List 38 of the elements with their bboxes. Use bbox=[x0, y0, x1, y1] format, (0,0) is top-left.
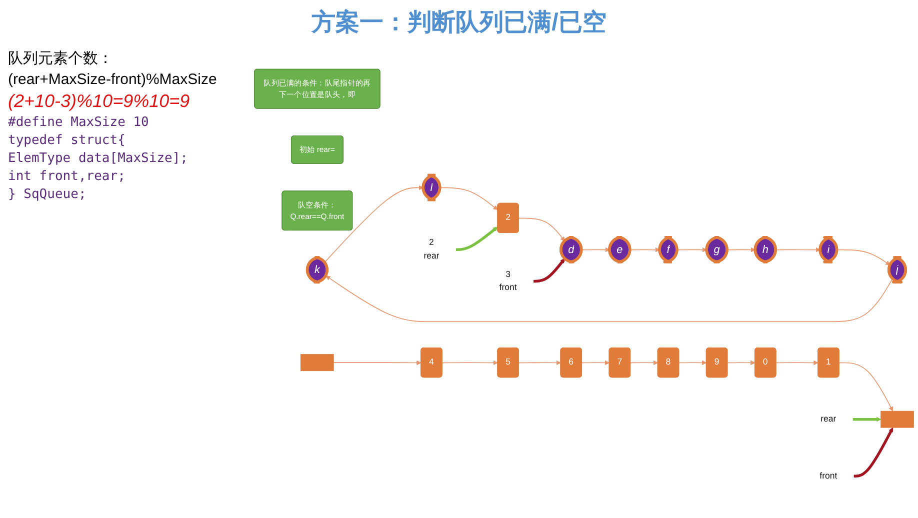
node-text: rear bbox=[820, 414, 836, 424]
arrow bbox=[726, 247, 756, 252]
arrow bbox=[836, 249, 890, 266]
handwritten-calculation: (2+10-3)%10=9%10=9 bbox=[8, 91, 191, 112]
arrow bbox=[727, 360, 756, 366]
code-line: ElemType data[MaxSize]; bbox=[8, 151, 190, 166]
code-line: typedef struct{ bbox=[8, 133, 126, 148]
arrow bbox=[518, 218, 565, 242]
arrow bbox=[518, 360, 561, 366]
arrow bbox=[776, 360, 818, 366]
code-line: int front,rear; bbox=[8, 169, 126, 184]
arrow bbox=[838, 362, 894, 412]
node-text: 3 front bbox=[499, 270, 517, 292]
arrow bbox=[676, 247, 708, 252]
arrow bbox=[442, 360, 498, 366]
code-line: } SqQueue; bbox=[8, 187, 88, 202]
code-line: #define MaxSize 10 bbox=[8, 115, 150, 130]
arrow bbox=[630, 360, 658, 366]
arrow bbox=[581, 247, 610, 252]
arrow bbox=[440, 187, 498, 210]
arrow bbox=[456, 226, 498, 251]
node-text: front bbox=[820, 471, 838, 481]
arrow bbox=[326, 276, 893, 322]
arrow bbox=[852, 416, 882, 422]
arrow bbox=[630, 247, 660, 252]
node-box bbox=[300, 354, 334, 371]
arrow bbox=[854, 427, 894, 478]
arrow bbox=[678, 360, 707, 366]
arrow bbox=[324, 185, 424, 263]
arrow bbox=[582, 360, 610, 366]
node-text: 2 rear bbox=[424, 238, 440, 261]
arrow bbox=[333, 360, 422, 366]
formula-heading: 队列元素个数： bbox=[8, 49, 114, 68]
arrow bbox=[533, 258, 565, 283]
formula-text: (rear+MaxSize-front)%MaxSize bbox=[8, 71, 218, 88]
slide-title: 方案一：判断队列已满/已空 bbox=[310, 8, 608, 38]
node-box bbox=[880, 410, 914, 428]
arrow bbox=[775, 247, 821, 252]
